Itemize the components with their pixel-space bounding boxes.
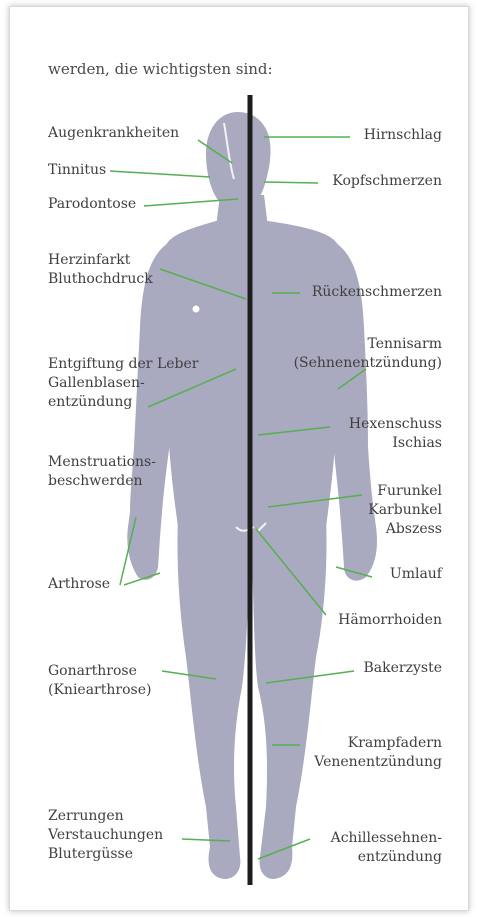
label-arthrose: Arthrose [48,575,110,594]
label-hexenschuss: Hexenschuss Ischias [349,415,442,453]
label-augenkrankheiten: Augenkrankheiten [48,124,179,143]
label-herzinfarkt: Herzinfarkt Bluthochdruck [48,251,153,289]
intro-heading: werden, die wichtigsten sind: [48,60,273,78]
label-umlauf: Umlauf [390,565,442,584]
label-parodontose: Parodontose [48,195,136,214]
book-page: werden, die wichtigsten sind: Augenkrank… [9,6,469,911]
label-haemorrhoiden: Hämorrhoiden [338,611,442,630]
label-bakerzyste: Bakerzyste [364,659,442,678]
label-tinnitus: Tinnitus [48,161,106,180]
label-furunkel: Furunkel Karbunkel Abszess [368,482,442,539]
label-krampfadern: Krampfadern Venenentzündung [314,734,442,772]
label-gonarthrose: Gonarthrose (Kniearthrose) [48,662,151,700]
label-rueckenschmerzen: Rückenschmerzen [312,283,442,302]
label-hirnschlag: Hirnschlag [364,126,442,145]
label-menstruation: Menstruations- beschwerden [48,453,156,491]
label-tennisarm: Tennisarm (Sehnenentzündung) [294,335,442,373]
label-achilles: Achillessehnen- entzündung [331,829,442,867]
label-leber: Entgiftung der Leber Gallenblasen- entzü… [48,355,198,412]
label-zerrungen: Zerrungen Verstauchungen Blutergüsse [48,807,163,864]
label-kopfschmerzen: Kopfschmerzen [332,172,442,191]
